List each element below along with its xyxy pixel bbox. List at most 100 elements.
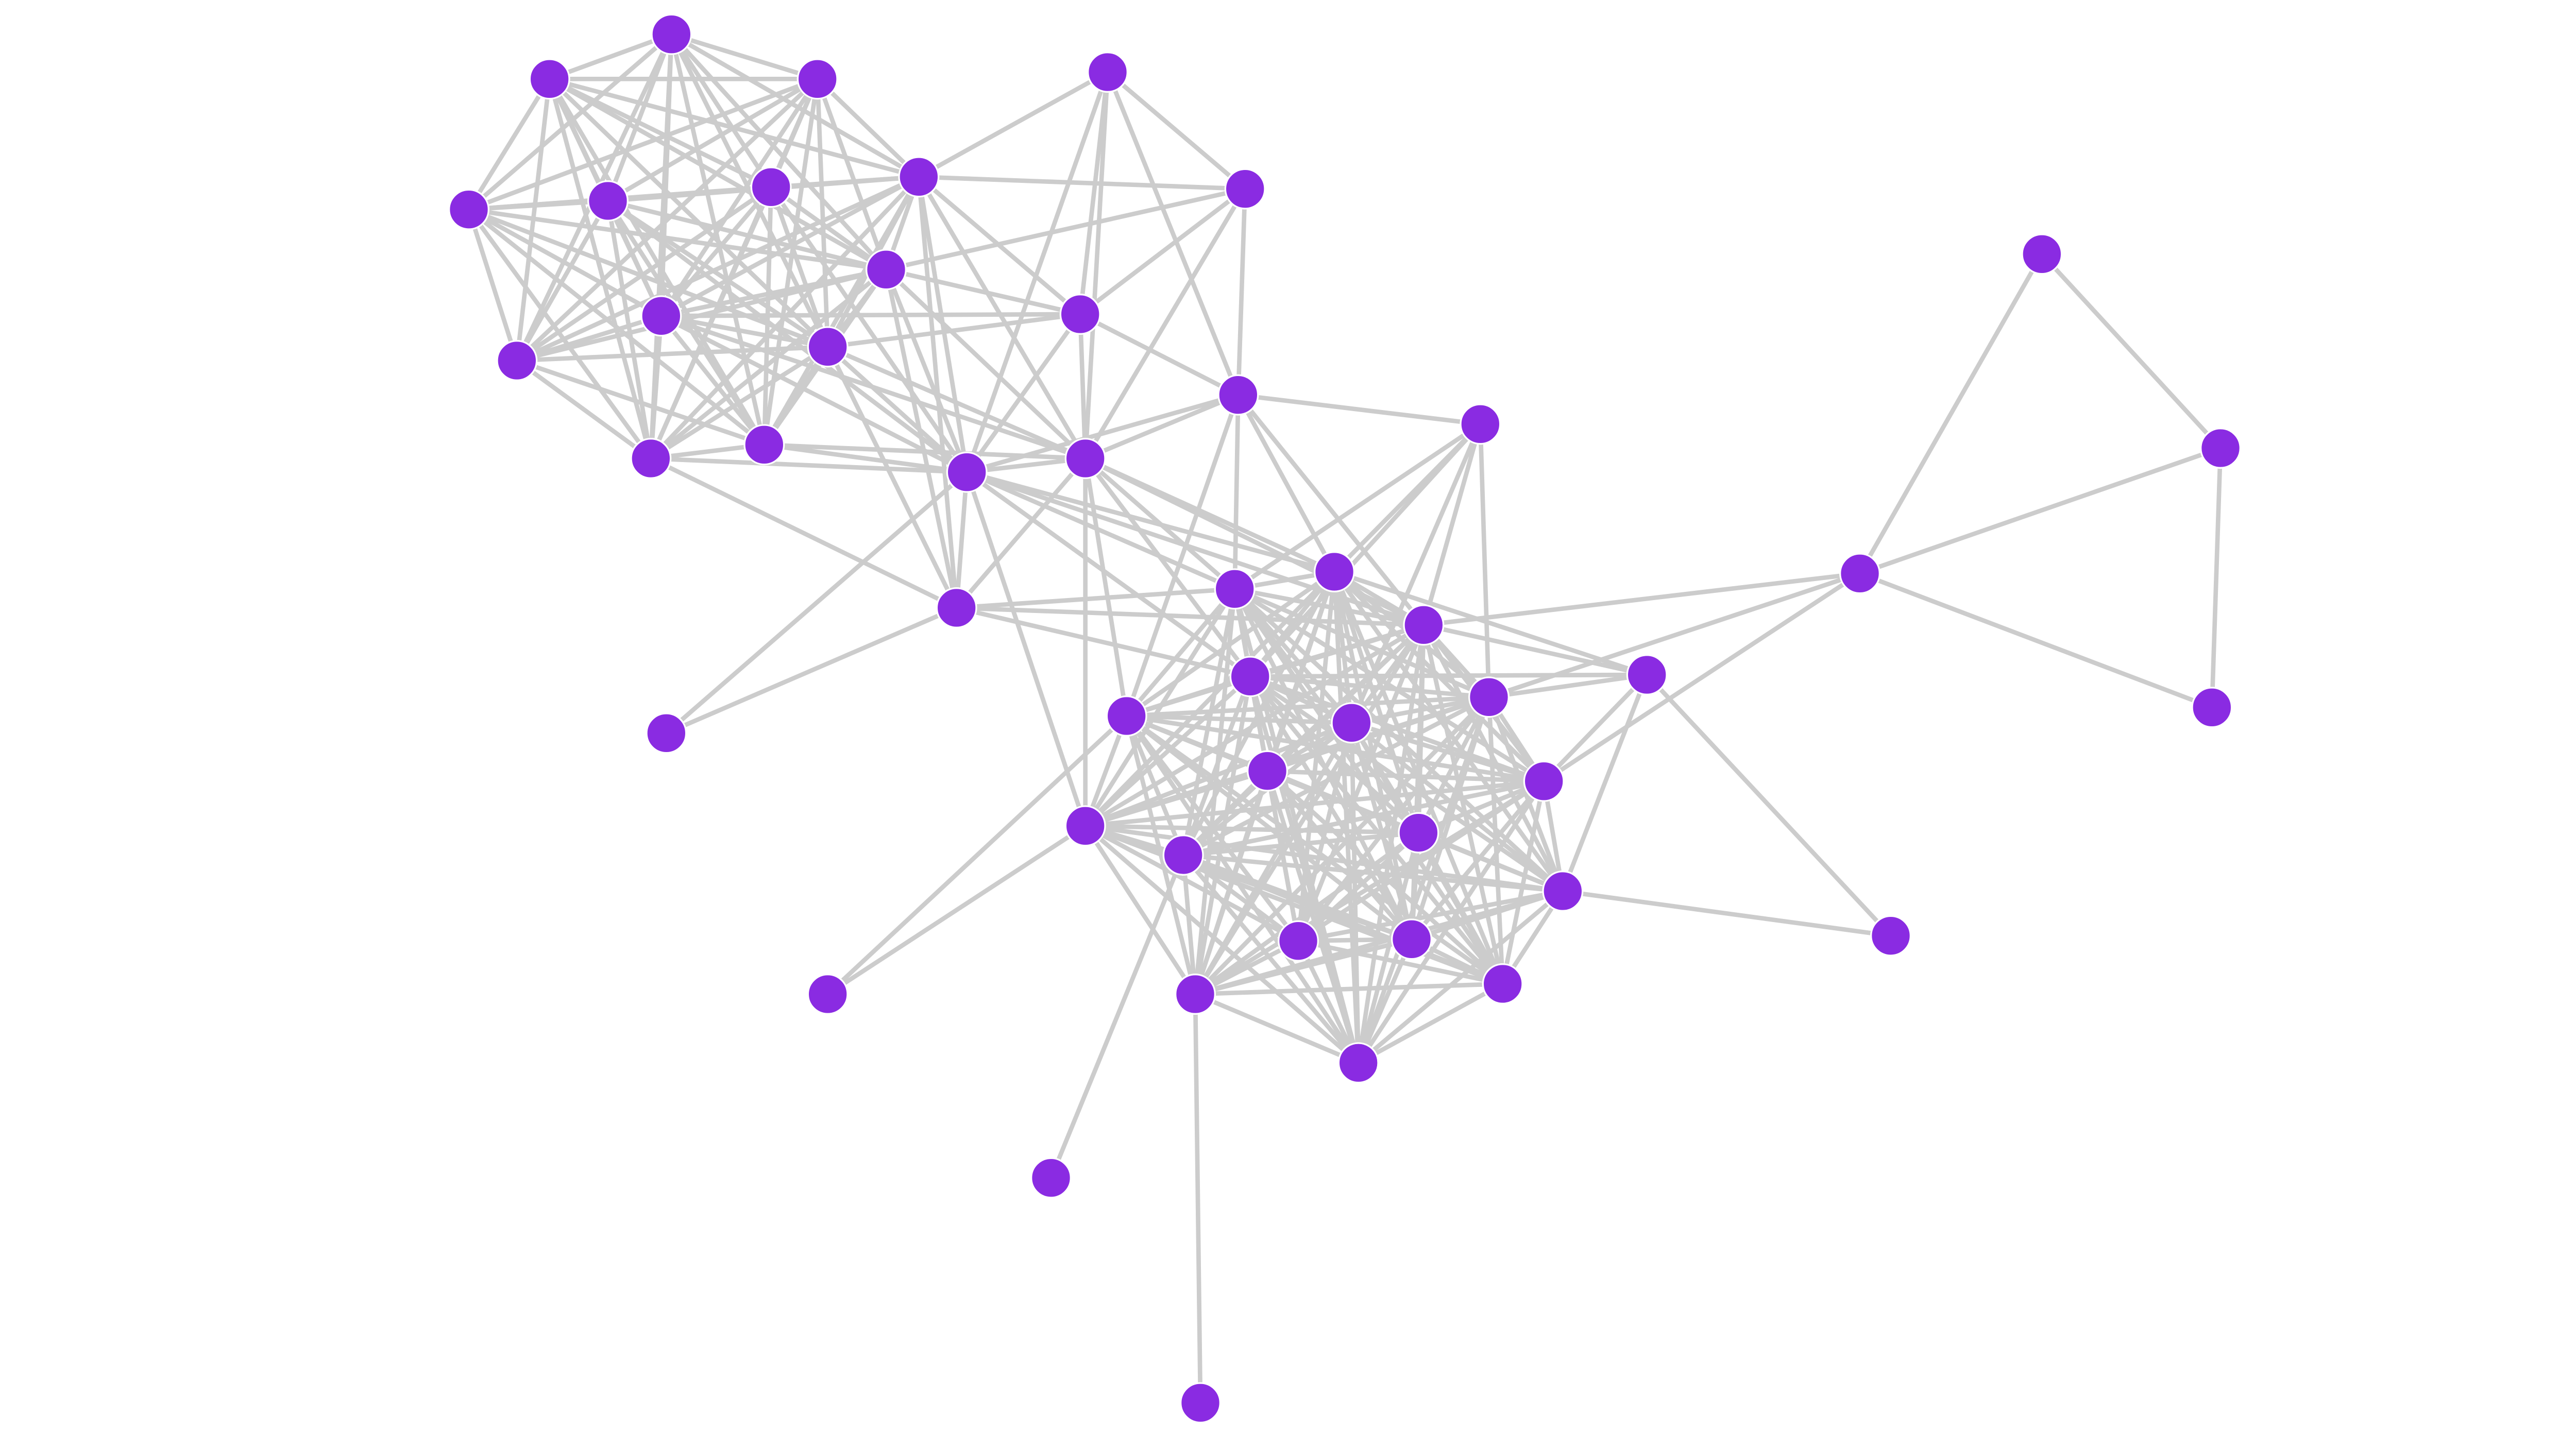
edge xyxy=(605,200,653,459)
node[interactable] xyxy=(1180,1382,1221,1424)
edge xyxy=(1232,395,1241,589)
node[interactable] xyxy=(796,58,838,100)
node[interactable] xyxy=(1337,1042,1379,1084)
node[interactable] xyxy=(946,451,988,493)
node[interactable] xyxy=(1839,553,1880,594)
edge xyxy=(764,442,968,474)
node[interactable] xyxy=(1214,568,1256,610)
node[interactable] xyxy=(1391,918,1432,960)
node[interactable] xyxy=(448,189,489,230)
node[interactable] xyxy=(936,587,977,628)
edge xyxy=(1357,982,1504,1065)
node[interactable] xyxy=(743,424,785,466)
edge xyxy=(917,176,1088,460)
edge xyxy=(964,71,1110,473)
edge xyxy=(1079,312,1240,397)
edge xyxy=(1248,422,1482,678)
node[interactable] xyxy=(1870,915,1911,957)
node[interactable] xyxy=(1278,920,1319,962)
edge xyxy=(650,345,829,461)
edge xyxy=(467,78,552,211)
edge xyxy=(1250,674,1489,700)
node[interactable] xyxy=(1064,438,1106,479)
node[interactable] xyxy=(1162,834,1204,876)
edge xyxy=(1542,673,1649,783)
edge xyxy=(515,359,652,461)
edge xyxy=(816,77,921,179)
edge xyxy=(1488,571,1861,700)
node[interactable] xyxy=(1403,604,1445,646)
node[interactable] xyxy=(1523,760,1565,802)
node[interactable] xyxy=(1314,551,1355,592)
edge xyxy=(2040,252,2223,450)
node[interactable] xyxy=(1542,871,1584,912)
node[interactable] xyxy=(587,180,629,221)
edge xyxy=(1417,830,1564,894)
edge xyxy=(919,175,1245,191)
node[interactable] xyxy=(1064,805,1106,847)
edge xyxy=(965,470,1236,591)
node[interactable] xyxy=(651,13,692,55)
node[interactable] xyxy=(750,166,792,208)
node[interactable] xyxy=(1059,294,1101,335)
edge xyxy=(1083,458,1129,717)
node[interactable] xyxy=(866,249,907,291)
node[interactable] xyxy=(1175,974,1216,1015)
node[interactable] xyxy=(2191,687,2233,728)
node[interactable] xyxy=(2021,233,2063,275)
node[interactable] xyxy=(1468,676,1510,718)
node[interactable] xyxy=(1331,702,1372,744)
edge xyxy=(956,605,1251,679)
node[interactable] xyxy=(807,326,849,368)
edge xyxy=(1478,424,1492,697)
edge xyxy=(1194,937,1413,997)
edge xyxy=(1194,992,1360,1065)
node[interactable] xyxy=(807,974,849,1015)
node[interactable] xyxy=(1229,656,1271,697)
edge xyxy=(1126,695,1489,719)
node[interactable] xyxy=(496,340,538,381)
node[interactable] xyxy=(898,156,940,198)
node[interactable] xyxy=(2200,428,2241,469)
node[interactable] xyxy=(1247,750,1288,792)
node[interactable] xyxy=(529,58,570,100)
edge xyxy=(815,79,830,347)
node[interactable] xyxy=(1087,52,1128,93)
edge xyxy=(516,314,662,363)
node[interactable] xyxy=(630,438,672,479)
edge xyxy=(1084,393,1239,461)
edge xyxy=(1126,713,1352,725)
node[interactable] xyxy=(1626,654,1668,695)
edge xyxy=(771,175,919,190)
edge xyxy=(1125,587,1236,718)
edge xyxy=(966,470,1425,627)
edge xyxy=(1085,824,1563,894)
nodes-layer xyxy=(448,13,2241,1424)
edge xyxy=(1085,824,1419,835)
edge xyxy=(670,32,920,179)
node[interactable] xyxy=(1217,374,1259,416)
node[interactable] xyxy=(1106,695,1147,737)
edge xyxy=(548,77,829,349)
edge xyxy=(1084,623,1425,828)
edge xyxy=(1106,70,1247,191)
node[interactable] xyxy=(1460,403,1501,445)
edge xyxy=(1265,769,1414,941)
edge xyxy=(547,78,767,446)
node[interactable] xyxy=(1030,1157,1072,1199)
node[interactable] xyxy=(1398,812,1439,854)
node[interactable] xyxy=(640,295,682,337)
edge xyxy=(1083,187,1247,460)
edge xyxy=(2210,448,2223,708)
edge xyxy=(1543,571,1861,783)
edge xyxy=(516,358,765,447)
node[interactable] xyxy=(646,712,687,754)
edge xyxy=(1182,853,1504,986)
edge xyxy=(659,77,820,317)
node[interactable] xyxy=(1482,963,1523,1004)
edge xyxy=(1423,571,1860,627)
node[interactable] xyxy=(1224,168,1266,210)
edge xyxy=(1083,675,1252,828)
edge xyxy=(549,32,672,81)
edge xyxy=(659,314,766,447)
